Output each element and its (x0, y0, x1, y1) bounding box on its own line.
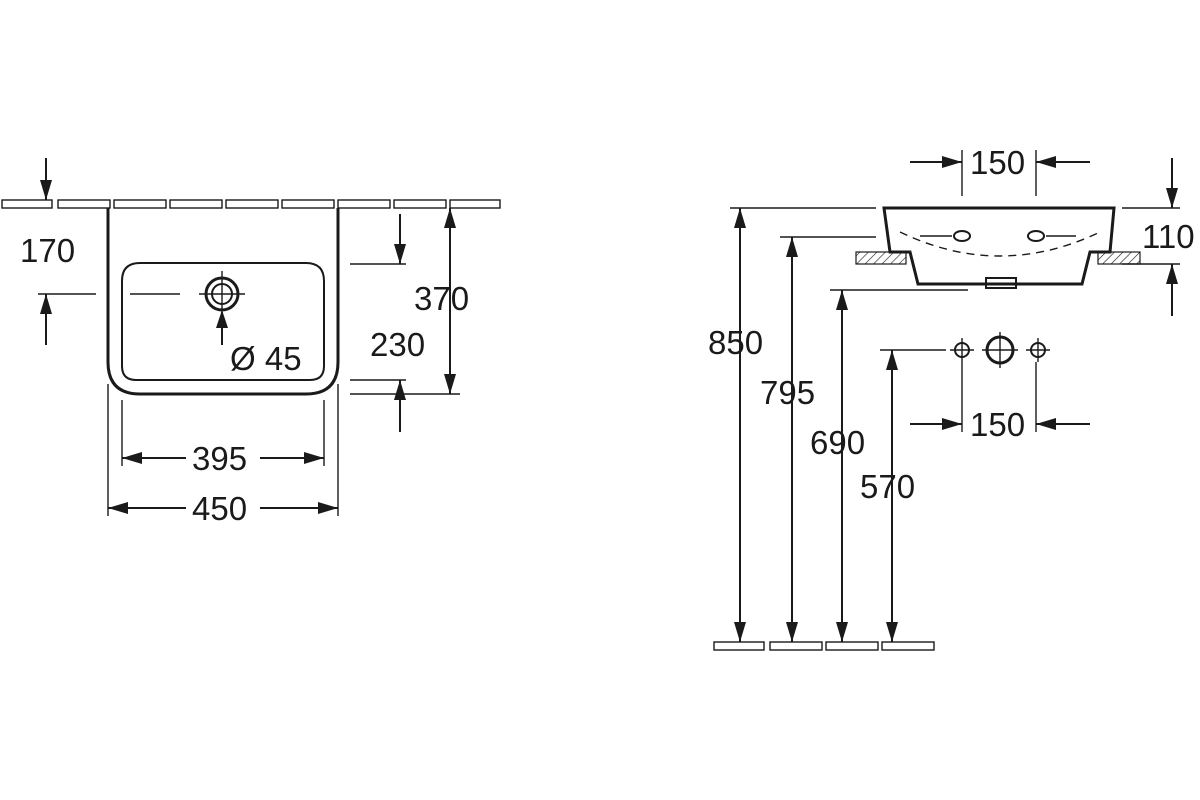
supply-connection-icon (950, 332, 1050, 368)
outer-width-label: 450 (192, 490, 247, 527)
underside-height-label: 690 (810, 424, 865, 461)
rim-height-label: 850 (708, 324, 763, 361)
depth-total-label: 370 (414, 280, 469, 317)
inner-width-label: 395 (192, 440, 247, 477)
supply-spacing-label: 150 (970, 406, 1025, 443)
bowl-height-label: 795 (760, 374, 815, 411)
wall-offset-label: 170 (20, 232, 75, 269)
depth-hole-label: 230 (370, 326, 425, 363)
basin-height-label: 110 (1142, 218, 1195, 255)
basin-outline (106, 208, 340, 396)
side-view: 150 110 850 795 690 (708, 144, 1195, 651)
wall-tiles (1, 199, 501, 209)
floor-tiles (713, 641, 935, 651)
tap-spacing-top-label: 150 (970, 144, 1025, 181)
tap-hole-icon (130, 271, 245, 317)
supply-height-label: 570 (860, 468, 915, 505)
plan-view: Ø 45 170 230 370 395 (1, 158, 501, 527)
basin-profile (882, 206, 1116, 286)
basin-bowl (121, 262, 325, 381)
hole-diameter-label: Ø 45 (230, 340, 302, 377)
